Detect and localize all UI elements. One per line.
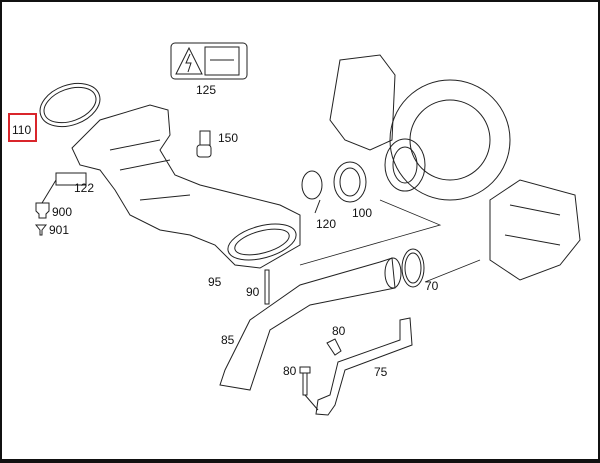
part-label-120[interactable]: 120 xyxy=(316,217,337,231)
part-label-75[interactable]: 75 xyxy=(374,365,388,379)
part-label-900[interactable]: 900 xyxy=(52,205,73,219)
part-label-901[interactable]: 901 xyxy=(49,223,70,237)
bolt-part-80 xyxy=(326,338,342,356)
part-label-85[interactable]: 85 xyxy=(221,333,235,347)
part-label-110[interactable]: 110 xyxy=(12,123,32,137)
part-label-80[interactable]: 80 xyxy=(332,324,346,338)
part-label-122[interactable]: 122 xyxy=(74,181,95,195)
warning-label-part-125 xyxy=(170,42,248,80)
sleeve-part-100 xyxy=(333,161,367,203)
part-label-150[interactable]: 150 xyxy=(218,131,239,145)
clamp-part-120 xyxy=(301,170,323,200)
bolt-part-80 xyxy=(299,366,311,396)
sensor-part-150 xyxy=(196,130,212,158)
bracket-part-75 xyxy=(315,317,413,416)
part-label-95[interactable]: 95 xyxy=(208,275,222,289)
highlight-box xyxy=(8,113,37,142)
pipe-part-85 xyxy=(219,257,396,391)
pin-part-90 xyxy=(264,269,270,305)
plug-part-901 xyxy=(34,224,48,236)
part-label-125[interactable]: 125 xyxy=(196,83,217,97)
part-label-90[interactable]: 90 xyxy=(246,285,260,299)
gasket-part-70 xyxy=(401,248,425,288)
part-label-70[interactable]: 70 xyxy=(425,279,439,293)
seal-ring-part-110 xyxy=(39,82,101,128)
turbocharger xyxy=(329,54,581,281)
part-label-80[interactable]: 80 xyxy=(283,364,297,378)
sensor-part-122 xyxy=(55,172,87,186)
intake-duct xyxy=(71,104,301,269)
part-label-100[interactable]: 100 xyxy=(352,206,373,220)
connector-part-900 xyxy=(35,202,50,219)
